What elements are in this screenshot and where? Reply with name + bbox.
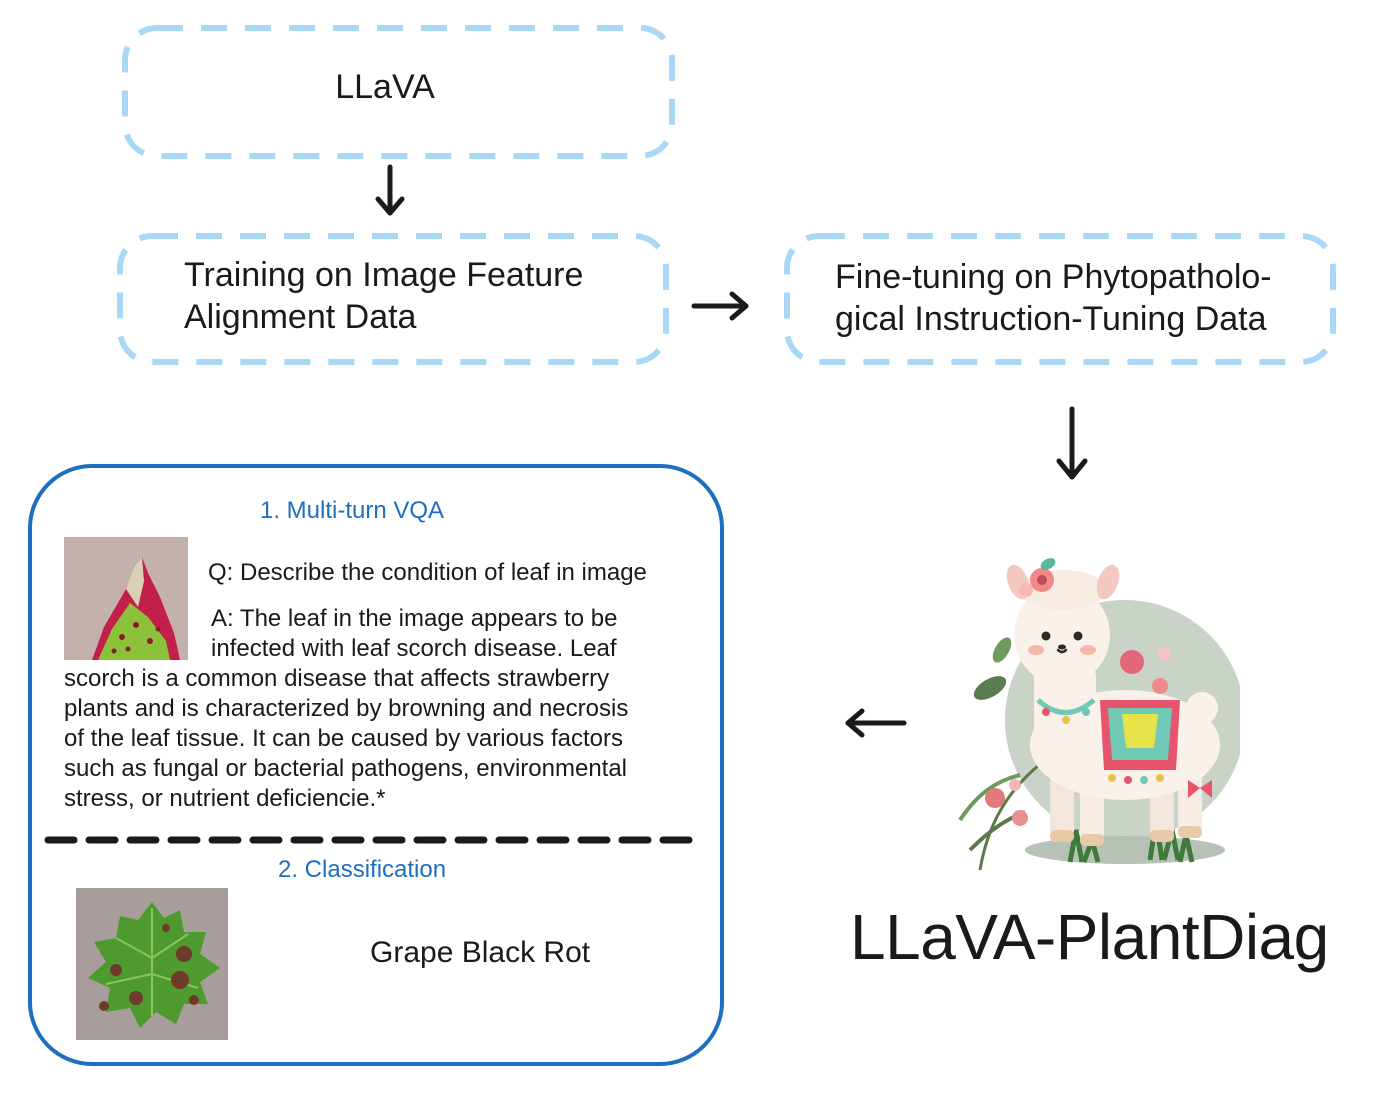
vqa-answer-line4: plants and is characterized by browning … (64, 695, 629, 722)
training-node-border (117, 233, 669, 365)
llava-node-label: LLaVA (335, 68, 435, 106)
finetune-node-line2: gical Instruction-Tuning Data (835, 300, 1267, 338)
training-node-line1: Training on Image Feature (184, 256, 584, 294)
vqa-answer-line7: stress, or nutrient deficiencie.* (64, 785, 386, 812)
model-name: LLaVA-PlantDiag (850, 901, 1329, 973)
arrow-model-to-panel (845, 708, 907, 738)
finetune-node: Fine-tuning on Phytopatholo- gical Instr… (784, 233, 1336, 365)
vqa-answer-line1: A: The leaf in the image appears to be (211, 605, 618, 632)
finetune-node-line1: Fine-tuning on Phytopatholo- (835, 258, 1272, 296)
arrow-finetune-to-model (1056, 406, 1088, 480)
llava-node: LLaVA (122, 25, 675, 159)
classification-result: Grape Black Rot (370, 936, 591, 969)
grape-leaf-image (76, 888, 228, 1040)
llama-mascot-illustration (958, 558, 1240, 871)
vqa-answer-line6: such as fungal or bacterial pathogens, e… (64, 755, 628, 782)
panel-divider (44, 836, 708, 844)
classification-section-title: 2. Classification (278, 856, 447, 883)
vqa-answer-line5: of the leaf tissue. It can be caused by … (64, 725, 623, 752)
arrow-training-to-finetune (691, 291, 749, 321)
arrow-llava-to-training (375, 164, 405, 216)
vqa-answer-line3: scorch is a common disease that affects … (64, 665, 610, 692)
strawberry-leaf-image (64, 537, 188, 660)
vqa-section-title: 1. Multi-turn VQA (260, 497, 445, 524)
training-node-line2: Alignment Data (184, 298, 417, 336)
output-panel (28, 464, 724, 1066)
vqa-question: Q: Describe the condition of leaf in ima… (208, 559, 647, 586)
llava-node-border (122, 25, 675, 159)
finetune-node-border (784, 233, 1336, 365)
vqa-answer-line2: infected with leaf scorch disease. Leaf (211, 635, 617, 662)
training-node: Training on Image Feature Alignment Data (117, 233, 669, 365)
